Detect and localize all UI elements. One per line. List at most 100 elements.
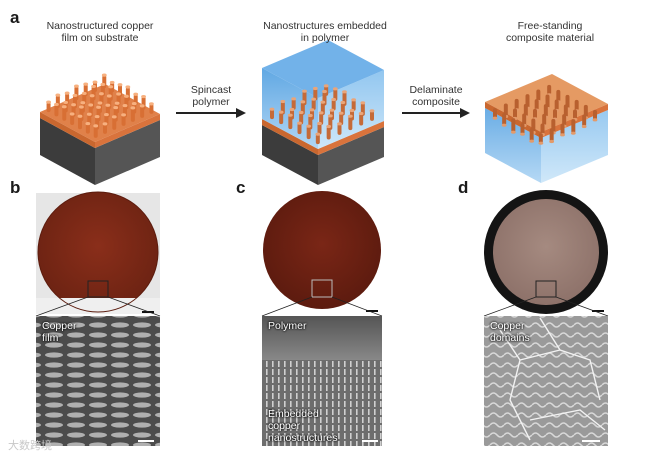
nanostructure-cap xyxy=(571,132,576,135)
nanostructure-cap xyxy=(46,101,51,104)
nanostructure-cap xyxy=(339,112,344,115)
nanostructure-pillar xyxy=(571,119,575,133)
nanostructure-cap xyxy=(99,92,104,95)
nanostructure-cap xyxy=(582,125,587,128)
wafer-photo-d xyxy=(484,190,608,316)
nanostructure-cap xyxy=(83,83,88,86)
nanostructure-cap xyxy=(125,85,130,88)
nanostructure-cap xyxy=(360,101,365,104)
nanostructure-cap xyxy=(133,93,138,96)
nanostructure-cap xyxy=(291,97,296,100)
nanostructure-cap xyxy=(290,108,295,111)
nanostructure-cap xyxy=(93,81,98,84)
nanostructure-cap xyxy=(54,103,59,106)
nanostructure-pillar xyxy=(348,116,352,130)
panel-letter-c: c xyxy=(236,178,245,198)
sem-label-copper-film: Copper film xyxy=(42,320,76,344)
nanostructure-pillar xyxy=(279,112,283,124)
nanostructure-cap xyxy=(65,92,70,95)
nanostructure-pillar xyxy=(561,124,565,135)
nanostructure-cap xyxy=(297,122,302,125)
sem-label-polymer: Polymer xyxy=(268,320,307,332)
nanostructure-cap xyxy=(319,111,324,114)
nanostructure-cap xyxy=(100,83,105,86)
nanostructure-pillar xyxy=(338,124,342,135)
nanostructure-cap xyxy=(98,101,103,104)
panel-letter-d: d xyxy=(458,178,468,198)
nanostructure-pillar xyxy=(511,118,515,132)
arrow-spincast xyxy=(176,108,246,118)
nanostructure-cap xyxy=(116,92,121,95)
nanostructure-pillar xyxy=(62,107,66,121)
arrow-label-spincast: Spincast polymer xyxy=(176,84,246,108)
nanostructure-cap xyxy=(560,133,565,136)
nanostructure-cap xyxy=(104,113,109,116)
caption-step2: Nanostructures embedded in polymer xyxy=(240,20,410,44)
nanostructure-cap xyxy=(370,109,375,112)
nanostructure-pillar xyxy=(359,114,363,126)
nanostructure-cap xyxy=(132,102,137,105)
nanostructure-cap xyxy=(313,87,318,90)
nanostructure-cap xyxy=(123,104,128,107)
nanostructure-pillar xyxy=(78,116,82,129)
arrow-delaminate xyxy=(402,108,470,118)
nanostructure-cap xyxy=(350,109,355,112)
nanostructure-pillar xyxy=(502,113,506,125)
nanostructure-cap xyxy=(82,92,87,95)
nanostructure-cap xyxy=(511,131,516,134)
nanostructure-cap xyxy=(359,112,364,115)
nanostructure-cap xyxy=(96,106,101,109)
nanostructure-cap xyxy=(308,114,313,117)
nanostructure-cap xyxy=(351,98,356,101)
nanostructure-cap xyxy=(79,105,84,108)
nanostructure-cap xyxy=(95,115,100,118)
nanostructure-pillar xyxy=(54,104,58,116)
panel-letter-b: b xyxy=(10,178,20,198)
nanostructure-cap xyxy=(113,106,118,109)
nanostructure-cap xyxy=(300,100,305,103)
nanostructure-cap xyxy=(348,115,353,118)
nanostructure-pillar xyxy=(550,129,554,142)
nanostructure-cap xyxy=(105,104,110,107)
wafer-photo-b xyxy=(36,192,160,316)
caption-step1: Nanostructured copper film on substrate xyxy=(20,20,180,44)
nanostructure-cap xyxy=(331,98,336,101)
sem-label-copper-domains: Copper domains xyxy=(490,320,530,344)
nanostructure-pillar xyxy=(515,99,519,110)
nanostructure-cap xyxy=(270,108,275,111)
nanostructure-pillar xyxy=(298,123,302,134)
nanostructure-cap xyxy=(74,85,79,88)
nanostructure-pillar xyxy=(131,108,135,122)
nanostructure-cap xyxy=(118,83,123,86)
nanostructure-cap xyxy=(103,122,108,125)
nanostructure-pillar xyxy=(575,100,579,111)
nanostructure-cap xyxy=(529,140,534,143)
nanostructure-pillar xyxy=(140,106,144,118)
nanostructure-cap xyxy=(306,125,311,128)
nanostructure-cap xyxy=(124,95,129,98)
nanostructure-cap xyxy=(538,142,543,145)
nanostructure-cap xyxy=(108,85,113,88)
nanostructure-cap xyxy=(62,105,67,108)
watermark: 大数跨境 xyxy=(8,437,52,453)
nanostructure-cap xyxy=(279,111,284,114)
nanostructure-cap xyxy=(140,104,145,107)
nanostructure-cap xyxy=(333,87,338,90)
nanostructure-pillar xyxy=(541,124,545,135)
nanostructure-cap xyxy=(88,103,93,106)
nanostructure-cap xyxy=(502,124,507,127)
nanostructure-cap xyxy=(71,103,76,106)
nanostructure-cap xyxy=(493,117,498,120)
nanostructure-cap xyxy=(340,101,345,104)
nanostructure-cap xyxy=(320,101,325,104)
nanostructure-cap xyxy=(322,90,327,93)
nanostructure-cap xyxy=(317,122,322,125)
nanostructure-cap xyxy=(288,114,293,117)
nanostructure-cap xyxy=(102,74,107,77)
nanostructure-pillar xyxy=(307,126,311,139)
nanostructure-cap xyxy=(549,140,554,143)
nanostructure-cap xyxy=(328,114,333,117)
nanostructure-cap xyxy=(55,94,60,97)
nanostructure-cap xyxy=(63,101,68,104)
